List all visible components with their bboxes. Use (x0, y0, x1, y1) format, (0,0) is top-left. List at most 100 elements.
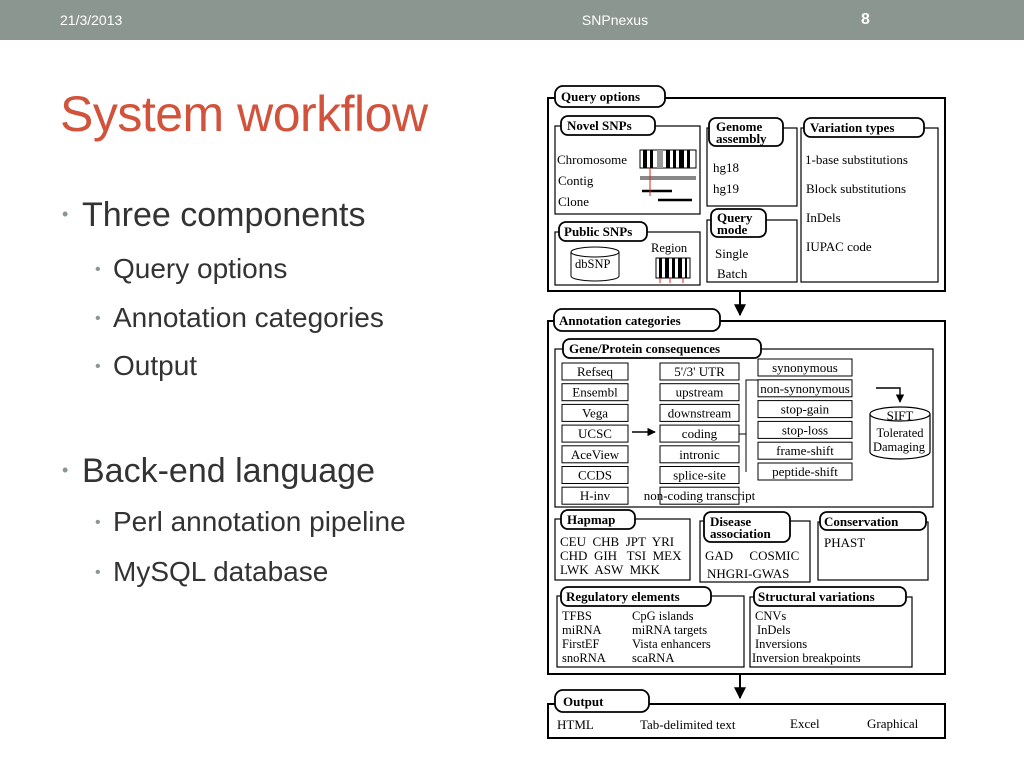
variation-type-item: InDels (806, 210, 841, 225)
query-mode-box: Query mode Single Batch (706, 208, 798, 283)
bullet-back-end-language: • Back-end language (62, 452, 375, 491)
bullet-text: Back-end language (82, 452, 376, 490)
region-band-icon (655, 257, 691, 283)
annotation-source-label: H-inv (580, 488, 611, 503)
genome-assembly-title: Genome (716, 119, 762, 134)
genomic-region-box (659, 445, 740, 464)
bullet-dot-icon: • (95, 358, 101, 375)
variation-types-title: Variation types (810, 120, 894, 135)
genomic-region-box (659, 466, 740, 484)
genomic-region-box (659, 403, 740, 422)
genomic-region-label: non-coding transcript (644, 488, 756, 503)
structural-variation-item: Inversions (755, 637, 807, 651)
regulatory-item: CpG islands (632, 609, 694, 623)
sift-database: SIFT Tolerated Damaging (869, 406, 931, 460)
output-item: Graphical (867, 716, 919, 731)
workflow-diagram: Query options Novel SNPs Chromosome Cont… (547, 85, 946, 739)
variation-type-item: IUPAC code (806, 239, 872, 254)
coding-effect-label: peptide-shift (772, 464, 838, 479)
annotation-source-box (561, 424, 629, 443)
variation-type-item: 1-base substitutions (805, 152, 908, 167)
slide-number: 8 (861, 11, 870, 28)
genomic-region-label: splice-site (673, 468, 726, 483)
annotation-source-label: UCSC (578, 426, 612, 441)
genomic-region-box (659, 362, 740, 381)
regulatory-item: miRNA targets (632, 623, 707, 637)
public-snps-title: Public SNPs (564, 224, 632, 239)
coding-effect-box (757, 400, 853, 419)
query-mode-title: mode (717, 222, 748, 237)
novel-snps-item: Clone (558, 194, 589, 209)
bullet-text: Annotation categories (113, 302, 384, 333)
sub-bullet-annotation-categories: • Annotation categories (95, 302, 384, 334)
novel-snps-item: Chromosome (557, 152, 627, 167)
structural-variation-item: InDels (757, 623, 790, 637)
genome-assembly-item: hg19 (713, 181, 739, 196)
annotation-source-box (561, 362, 629, 381)
structural-variations-box: Structural variations CNVs InDels Invers… (749, 586, 913, 668)
coding-effect-label: frame-shift (776, 443, 834, 458)
genomic-region-label: upstream (676, 385, 724, 400)
novel-snps-box: Novel SNPs Chromosome Contig Clone (554, 115, 701, 215)
output-panel: Output HTML Tab-delimited text Excel Gra… (547, 689, 946, 739)
bullet-dot-icon: • (95, 564, 101, 581)
annotation-source-label: Vega (582, 405, 608, 420)
annotation-source-label: Ensembl (572, 385, 618, 400)
disease-association-row: GAD COSMIC (705, 548, 799, 563)
genomic-region-box (659, 486, 740, 505)
regulatory-item: TFBS (562, 609, 592, 623)
genome-assembly-box: Genome assembly hg18 hg19 (706, 117, 798, 207)
genomic-region-label: 5'/3' UTR (674, 364, 725, 379)
variation-type-item: Block substitutions (806, 181, 906, 196)
output-title: Output (563, 694, 604, 709)
annotation-source-label: AceView (571, 447, 620, 462)
coding-effects-column: synonymousnon-synonymousstop-gainstop-lo… (757, 358, 853, 481)
coding-effect-label: synonymous (772, 360, 838, 375)
slide-title: System workflow (60, 86, 428, 142)
sub-bullet-output: • Output (95, 350, 197, 382)
disease-association-row: NHGRI-GWAS (707, 566, 789, 581)
coding-effect-label: stop-gain (781, 402, 830, 417)
genomic-regions-column: 5'/3' UTRupstreamdownstreamcodingintroni… (644, 362, 756, 505)
bullet-dot-icon: • (95, 261, 101, 278)
genomic-region-label: coding (682, 426, 718, 441)
output-item: Tab-delimited text (640, 717, 736, 732)
bullet-dot-icon: • (62, 460, 69, 480)
regulatory-elements-title: Regulatory elements (566, 589, 680, 604)
sub-bullet-perl-pipeline: •Perl annotation pipeline (95, 506, 406, 538)
conservation-item: PHAST (824, 535, 865, 550)
annotation-source-box (561, 486, 629, 505)
bullet-dot-icon: • (95, 310, 101, 327)
annotation-source-label: CCDS (578, 468, 612, 483)
annotation-source-box (561, 383, 629, 402)
arrow-down-icon (876, 387, 905, 403)
coding-effect-box (757, 420, 853, 439)
bullet-dot-icon: • (95, 514, 101, 531)
hapmap-row: CHD GIH TSI MEX (560, 548, 682, 563)
query-mode-item: Batch (717, 266, 748, 281)
structural-variations-title: Structural variations (758, 589, 875, 604)
hapmap-row: LWK ASW MKK (560, 562, 661, 577)
gene-protein-title: Gene/Protein consequences (569, 341, 720, 356)
query-options-title: Query options (561, 89, 640, 104)
sift-item: Damaging (873, 440, 926, 454)
public-snps-box: Public SNPs dbSNP Region (554, 221, 701, 286)
regulatory-item: FirstEF (562, 637, 600, 651)
annotation-source-label: Refseq (577, 364, 614, 379)
coding-effect-box (757, 379, 853, 398)
regulatory-elements-box: Regulatory elements TFBS miRNA FirstEF s… (556, 586, 745, 668)
sift-title: SIFT (887, 408, 914, 423)
annotation-source-box (561, 466, 629, 484)
bullet-text: Three components (82, 196, 366, 234)
bullet-text: Output (113, 350, 198, 381)
genomic-region-box (659, 383, 740, 402)
annotation-categories-panel: Annotation categories (547, 308, 946, 675)
genome-assembly-item: hg18 (713, 160, 739, 175)
header-bar: 21/3/2013 SNPnexus 8 (0, 0, 1024, 40)
connector-line (739, 379, 758, 435)
coding-effect-label: non-synonymous (760, 381, 850, 396)
query-mode-item: Single (715, 246, 748, 261)
genomic-region-label: downstream (668, 405, 732, 420)
coding-effect-box (757, 441, 853, 460)
